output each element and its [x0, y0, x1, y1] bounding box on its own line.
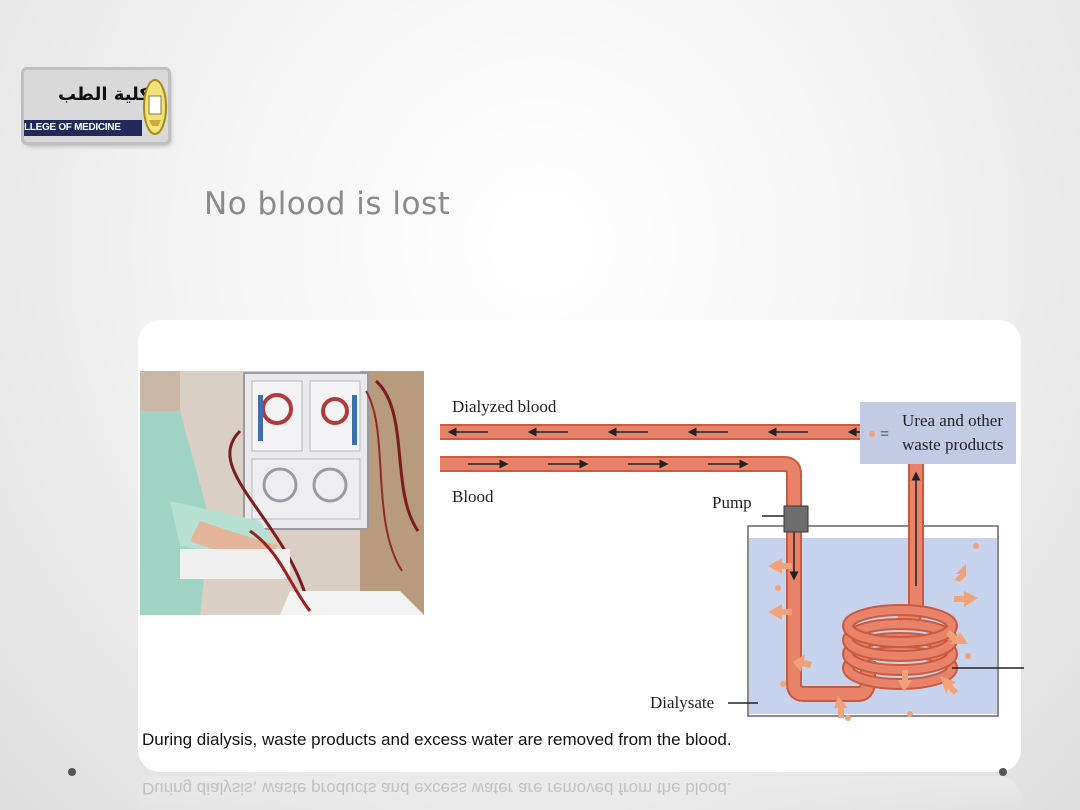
nav-dot-right: [999, 768, 1007, 776]
caption-reflection: During dialysis, waste products and exce…: [142, 779, 732, 798]
content-card: Dialyzed blood Blood Pump Dialysate = Ur…: [138, 320, 1024, 772]
card-reflection: During dialysis, waste products and exce…: [138, 776, 1021, 810]
waste-diffusion-arrows: [768, 543, 979, 721]
legend-box: = Urea and other waste products: [860, 402, 1016, 464]
nav-dot-left: [68, 768, 76, 776]
slide-subtitle: No blood is lost: [204, 186, 451, 222]
label-pump: Pump: [712, 493, 752, 512]
diagram-caption: During dialysis, waste products and exce…: [142, 730, 732, 749]
logo-english-text: LLEGE OF MEDICINE: [24, 120, 142, 136]
pump-icon: [783, 505, 809, 533]
college-logo: كلية الطب LLEGE OF MEDICINE: [24, 70, 168, 142]
college-seal-icon: [143, 79, 167, 135]
label-dialyzed-blood: Dialyzed blood: [452, 397, 557, 416]
dialysis-diagram: Dialyzed blood Blood Pump Dialysate = Ur…: [440, 397, 1024, 721]
legend-line-2: waste products: [902, 435, 1004, 454]
legend-line-1: Urea and other: [902, 411, 1003, 430]
flow-arrows: [447, 427, 921, 586]
label-blood: Blood: [452, 487, 494, 506]
label-dialysate: Dialysate: [650, 693, 714, 712]
logo-arabic-text: كلية الطب: [58, 84, 150, 105]
legend-equals: =: [880, 426, 889, 443]
dialysis-patient-photo: [140, 371, 424, 615]
